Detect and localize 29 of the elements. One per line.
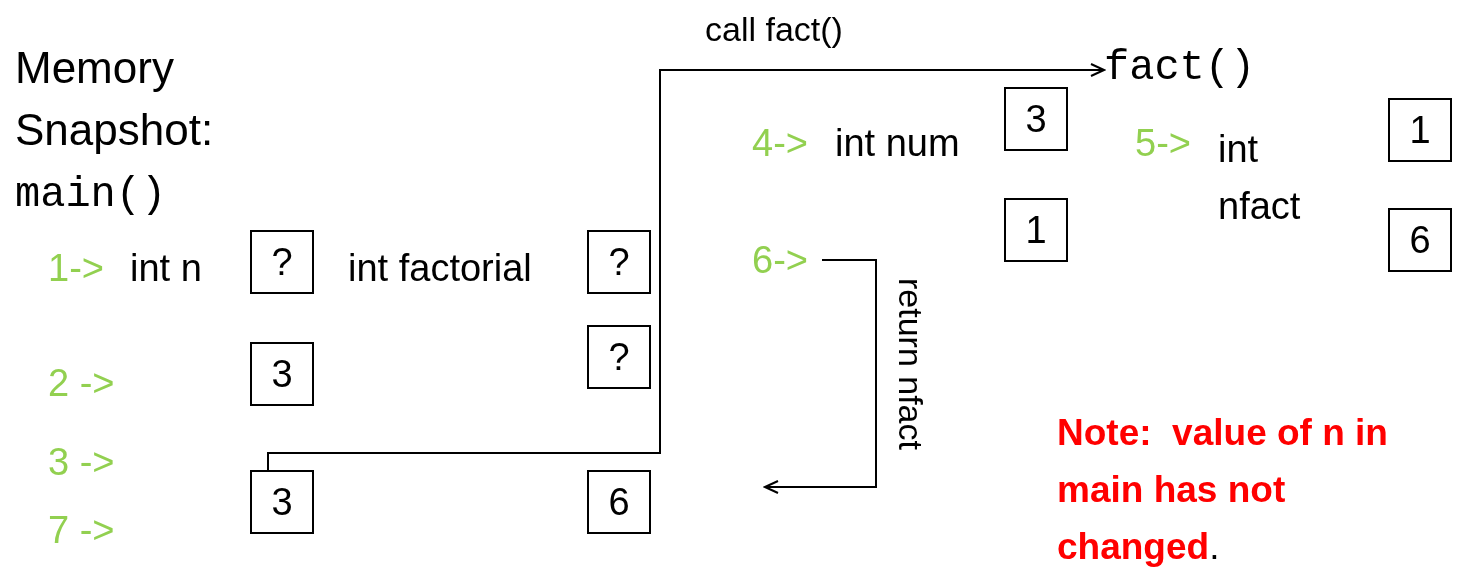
- variable-label: int nfact: [1218, 127, 1302, 229]
- value-box: 6: [587, 470, 651, 534]
- note-text: Note: value of n in main has not changed.: [1057, 411, 1389, 569]
- step-marker: 4->: [752, 121, 808, 165]
- value-box: ?: [250, 230, 314, 294]
- function-name: fact(): [1104, 44, 1284, 92]
- value-box: ?: [587, 325, 651, 389]
- variable-label: Memory Snapshot:: [15, 42, 215, 156]
- variable-label: int n: [130, 246, 202, 290]
- step-marker: 5->: [1135, 121, 1191, 165]
- step-marker: 1->: [48, 246, 104, 290]
- step-marker: 7 ->: [48, 508, 115, 552]
- edge-label: call fact(): [705, 10, 843, 49]
- value-box: 1: [1388, 98, 1452, 162]
- edge-label: return nfact: [891, 278, 930, 450]
- step-marker: 6->: [752, 237, 822, 283]
- value-box: 3: [250, 342, 314, 406]
- variable-label: int factorial: [348, 246, 532, 290]
- value-box: 1: [1004, 198, 1068, 262]
- value-box: ?: [587, 230, 651, 294]
- arrow: [267, 63, 1105, 471]
- value-box: 3: [250, 470, 314, 534]
- variable-label: main(): [15, 170, 167, 220]
- step-marker: 2 ->: [48, 361, 115, 405]
- step-marker: 3 ->: [48, 440, 115, 484]
- variable-label: int num: [835, 121, 960, 165]
- arrow: [764, 259, 877, 494]
- value-box: 6: [1388, 208, 1452, 272]
- value-box: 3: [1004, 87, 1068, 151]
